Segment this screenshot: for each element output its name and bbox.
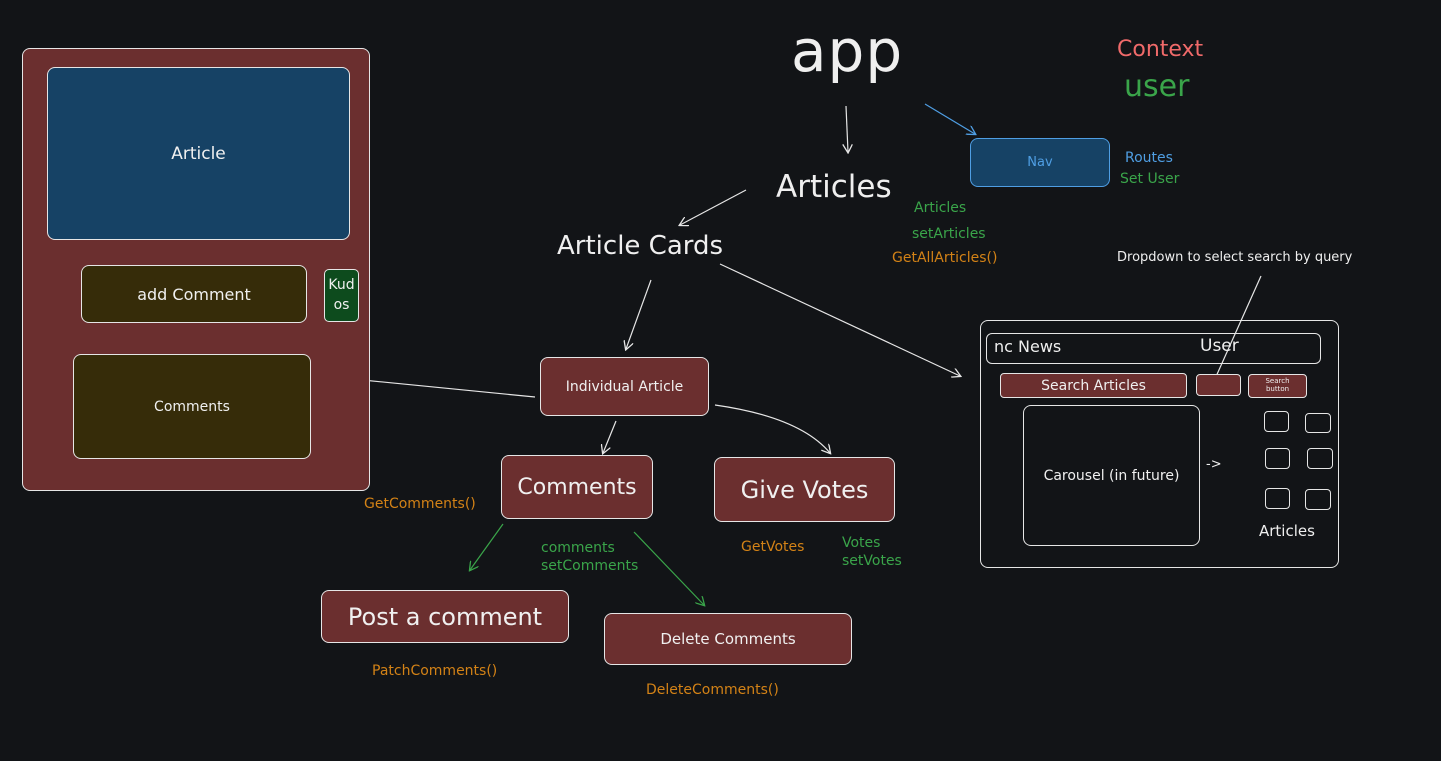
- home-article-thumb: [1307, 448, 1333, 469]
- home-carousel-label: Carousel (in future): [1043, 467, 1180, 484]
- comments-state-set: setComments: [541, 558, 639, 574]
- comments-fetch: GetComments(): [364, 496, 476, 512]
- article-cards-node: Article Cards: [557, 231, 724, 261]
- articles-state-articles: Articles: [914, 200, 967, 216]
- home-article-thumb: [1305, 413, 1331, 433]
- home-page-wireframe: [980, 320, 1339, 568]
- arrow-cards-home: [719, 263, 960, 376]
- arrow-app-nav: [924, 103, 975, 134]
- app-title: app: [791, 17, 904, 85]
- arrow-comments-delete: [633, 531, 704, 605]
- nav-routes: Routes: [1125, 150, 1173, 166]
- post-comment-node: Post a comment: [321, 590, 569, 643]
- individual-article-label: Individual Article: [565, 378, 684, 395]
- nav-node: Nav: [970, 138, 1110, 187]
- post-comment-label: Post a comment: [347, 602, 543, 631]
- individual-article-node: Individual Article: [540, 357, 709, 416]
- give-votes-node: Give Votes: [714, 457, 895, 522]
- articles-state-set: setArticles: [912, 226, 986, 242]
- articles-fetch: GetAllArticles(): [892, 250, 998, 266]
- delete-comments-fetch: DeleteComments(): [646, 682, 779, 698]
- votes-state-set: setVotes: [842, 553, 902, 569]
- home-dropdown: [1196, 374, 1241, 396]
- context-user: user: [1124, 69, 1190, 104]
- wireframe-kudos: Kud os: [324, 269, 359, 322]
- home-articles-label: Articles: [1259, 522, 1315, 540]
- arrow-cards-individual: [626, 279, 652, 349]
- home-header-bar: [986, 333, 1321, 364]
- wireframe-comments: Comments: [73, 354, 311, 459]
- home-article-thumb: [1264, 411, 1289, 432]
- home-search-button: Search button: [1248, 374, 1307, 398]
- wireframe-kudos-label: Kud os: [328, 276, 355, 313]
- delete-comments-node: Delete Comments: [604, 613, 852, 665]
- home-user: User: [1200, 336, 1239, 356]
- dropdown-note: Dropdown to select search by query: [1117, 250, 1353, 265]
- post-comment-fetch: PatchComments(): [372, 663, 498, 679]
- votes-state-votes: Votes: [842, 535, 881, 551]
- nav-label: Nav: [1027, 155, 1053, 170]
- home-search-button-label: Search button: [1265, 377, 1290, 393]
- home-carousel-arrow: ->: [1206, 457, 1222, 472]
- comments-state-comments: comments: [541, 540, 615, 556]
- wireframe-comments-label: Comments: [154, 398, 230, 415]
- home-site-name: nc News: [994, 337, 1062, 356]
- wireframe-article-label: Article: [171, 143, 226, 164]
- wireframe-article: Article: [47, 67, 350, 240]
- articles-node: Articles: [776, 169, 892, 205]
- votes-fetch: GetVotes: [741, 539, 805, 555]
- arrow-comments-post: [470, 523, 504, 570]
- wireframe-add-comment-label: add Comment: [137, 284, 251, 304]
- home-carousel: Carousel (in future): [1023, 405, 1200, 546]
- comments-node-label: Comments: [517, 474, 637, 500]
- home-search-input: Search Articles: [1000, 373, 1187, 398]
- comments-node: Comments: [501, 455, 653, 519]
- nav-set-user: Set User: [1120, 171, 1180, 187]
- home-article-thumb: [1265, 488, 1290, 509]
- home-article-thumb: [1265, 448, 1290, 469]
- arrow-individual-comments: [603, 420, 617, 453]
- arrow-individual-votes: [714, 404, 830, 453]
- arrow-app-articles: [846, 105, 848, 152]
- home-article-thumb: [1305, 489, 1331, 510]
- wireframe-add-comment: add Comment: [81, 265, 307, 323]
- arrow-articles-cards: [680, 189, 747, 225]
- context-label: Context: [1117, 37, 1204, 62]
- delete-comments-label: Delete Comments: [660, 630, 796, 648]
- home-search-label: Search Articles: [1041, 377, 1146, 394]
- give-votes-label: Give Votes: [740, 475, 869, 504]
